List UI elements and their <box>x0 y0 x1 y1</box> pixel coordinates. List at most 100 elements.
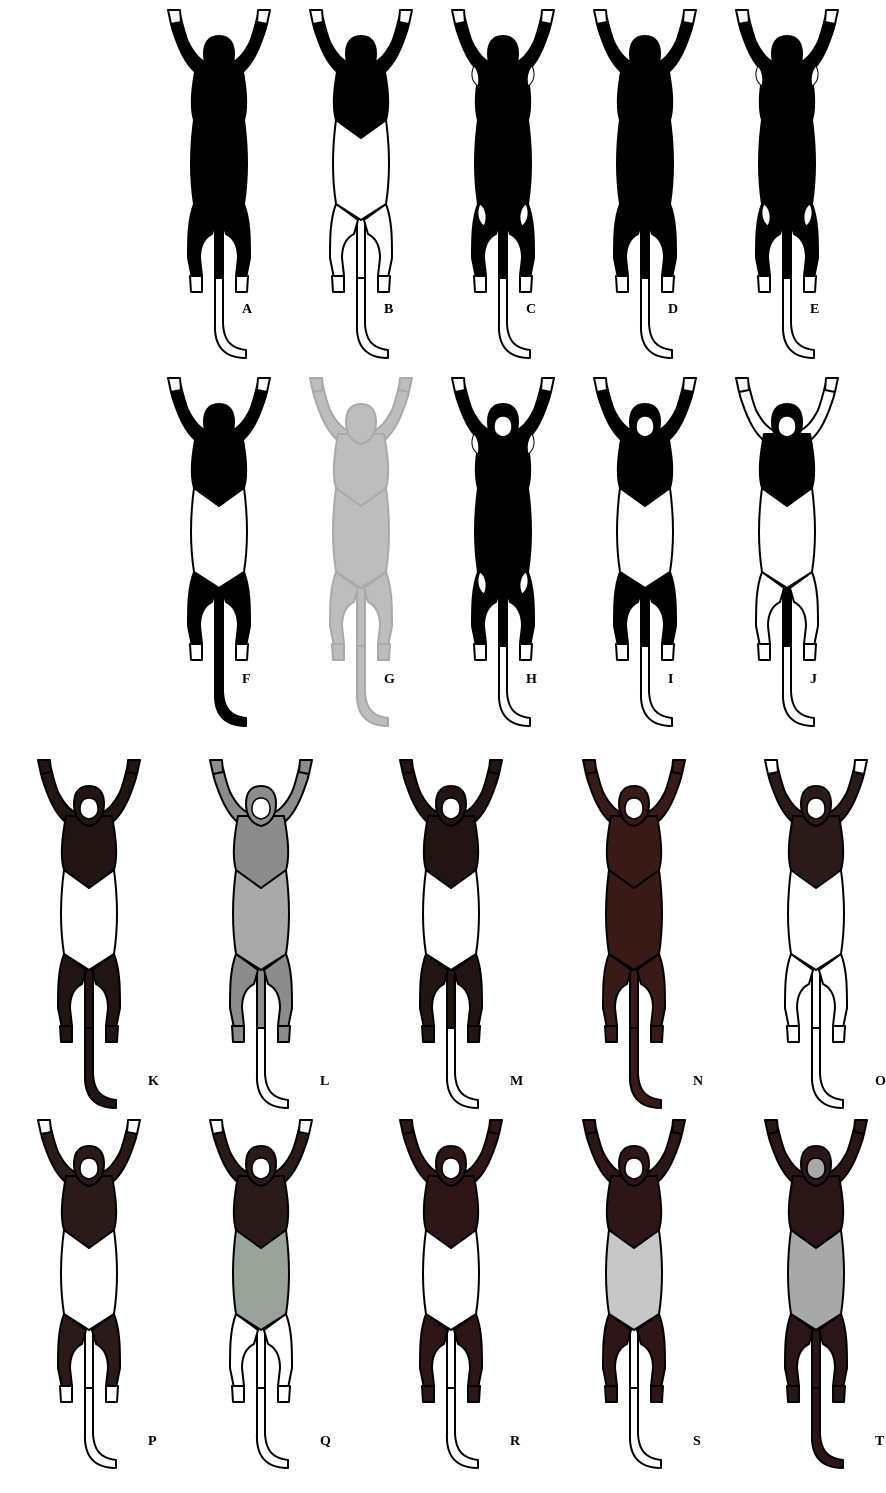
monkey-right-foot <box>804 276 816 292</box>
monkey-left-foot <box>758 644 770 660</box>
monkey-right-hand <box>489 760 502 774</box>
monkey-left-hand <box>168 378 181 392</box>
monkey-right-hand <box>672 760 685 774</box>
monkey-left-hand <box>210 760 223 774</box>
monkey-left-hand <box>583 760 596 774</box>
monkey-left-foot <box>60 1386 72 1402</box>
monkey-left-foot <box>190 276 202 292</box>
monkey-silhouette <box>362 758 540 1118</box>
monkey-right-hand <box>257 10 270 24</box>
monkey-face <box>778 416 796 437</box>
monkey-figure-j <box>698 376 876 736</box>
monkey-right-hand <box>672 1120 685 1134</box>
monkey-head <box>630 36 660 76</box>
monkey-right-hand <box>399 10 412 24</box>
figure-label: P <box>148 1434 157 1450</box>
monkey-right-foot <box>106 1026 118 1042</box>
monkey-left-foot <box>232 1026 244 1042</box>
monkey-face <box>252 1158 270 1179</box>
monkey-right-foot <box>278 1026 290 1042</box>
monkey-left-foot <box>232 1386 244 1402</box>
monkey-right-hand <box>683 378 696 392</box>
monkey-left-foot <box>787 1386 799 1402</box>
monkey-face <box>494 416 512 437</box>
monkey-right-foot <box>804 644 816 660</box>
monkey-left-hand <box>168 10 181 24</box>
monkey-left-hand <box>765 760 778 774</box>
monkey-face <box>80 798 98 819</box>
monkey-right-hand <box>489 1120 502 1134</box>
monkey-left-foot <box>474 644 486 660</box>
monkey-figure-t <box>727 1118 886 1478</box>
monkey-head <box>488 36 518 76</box>
monkey-left-foot <box>787 1026 799 1042</box>
figure-label: I <box>668 672 673 688</box>
figure-label: M <box>510 1074 523 1090</box>
monkey-left-foot <box>422 1386 434 1402</box>
monkey-right-hand <box>541 378 554 392</box>
monkey-figure-m <box>362 758 540 1118</box>
monkey-figure-n <box>545 758 723 1118</box>
monkey-right-hand <box>825 10 838 24</box>
monkey-left-foot <box>616 644 628 660</box>
monkey-silhouette <box>545 1118 723 1478</box>
monkey-left-hand <box>310 378 323 392</box>
monkey-right-foot <box>106 1386 118 1402</box>
monkey-left-hand <box>310 10 323 24</box>
monkey-head <box>346 36 376 76</box>
monkey-left-foot <box>758 276 770 292</box>
figure-label: S <box>693 1434 701 1450</box>
monkey-right-hand <box>127 760 140 774</box>
monkey-face <box>625 1158 643 1179</box>
monkey-left-foot <box>332 276 344 292</box>
monkey-left-foot <box>605 1026 617 1042</box>
monkey-face <box>636 416 654 437</box>
monkey-figure-q <box>172 1118 350 1478</box>
monkey-silhouette <box>362 1118 540 1478</box>
monkey-silhouette <box>0 1118 178 1478</box>
figure-label: C <box>526 302 536 318</box>
monkey-figure-k <box>0 758 178 1118</box>
monkey-left-foot <box>60 1026 72 1042</box>
monkey-right-foot <box>651 1386 663 1402</box>
monkey-right-hand <box>299 760 312 774</box>
monkey-right-hand <box>683 10 696 24</box>
monkey-figure-r <box>362 1118 540 1478</box>
figure-label: D <box>668 302 678 318</box>
monkey-right-foot <box>520 644 532 660</box>
figure-label: E <box>810 302 819 318</box>
monkey-face <box>252 798 270 819</box>
monkey-left-foot <box>422 1026 434 1042</box>
monkey-right-foot <box>236 276 248 292</box>
monkey-right-foot <box>651 1026 663 1042</box>
figure-label: N <box>693 1074 703 1090</box>
monkey-right-hand <box>854 1120 867 1134</box>
monkey-left-hand <box>765 1120 778 1134</box>
monkey-silhouette <box>172 1118 350 1478</box>
monkey-right-foot <box>468 1386 480 1402</box>
figure-label: F <box>242 672 251 688</box>
monkey-figure-l <box>172 758 350 1118</box>
monkey-face <box>625 798 643 819</box>
monkey-right-foot <box>833 1026 845 1042</box>
monkey-head <box>204 404 234 444</box>
monkey-figure-p <box>0 1118 178 1478</box>
monkey-silhouette <box>698 376 876 736</box>
monkey-right-hand <box>854 760 867 774</box>
monkey-face <box>442 798 460 819</box>
monkey-left-hand <box>38 1120 51 1134</box>
figure-label: R <box>510 1434 520 1450</box>
monkey-left-hand <box>736 378 749 392</box>
monkey-silhouette <box>545 758 723 1118</box>
figure-label: A <box>242 302 252 318</box>
figure-label: K <box>148 1074 159 1090</box>
monkey-right-foot <box>520 276 532 292</box>
monkey-left-hand <box>38 760 51 774</box>
monkey-right-foot <box>833 1386 845 1402</box>
monkey-silhouette <box>698 8 876 368</box>
monkey-head <box>772 36 802 76</box>
monkey-right-hand <box>257 378 270 392</box>
monkey-figure-s <box>545 1118 723 1478</box>
monkey-right-foot <box>378 276 390 292</box>
